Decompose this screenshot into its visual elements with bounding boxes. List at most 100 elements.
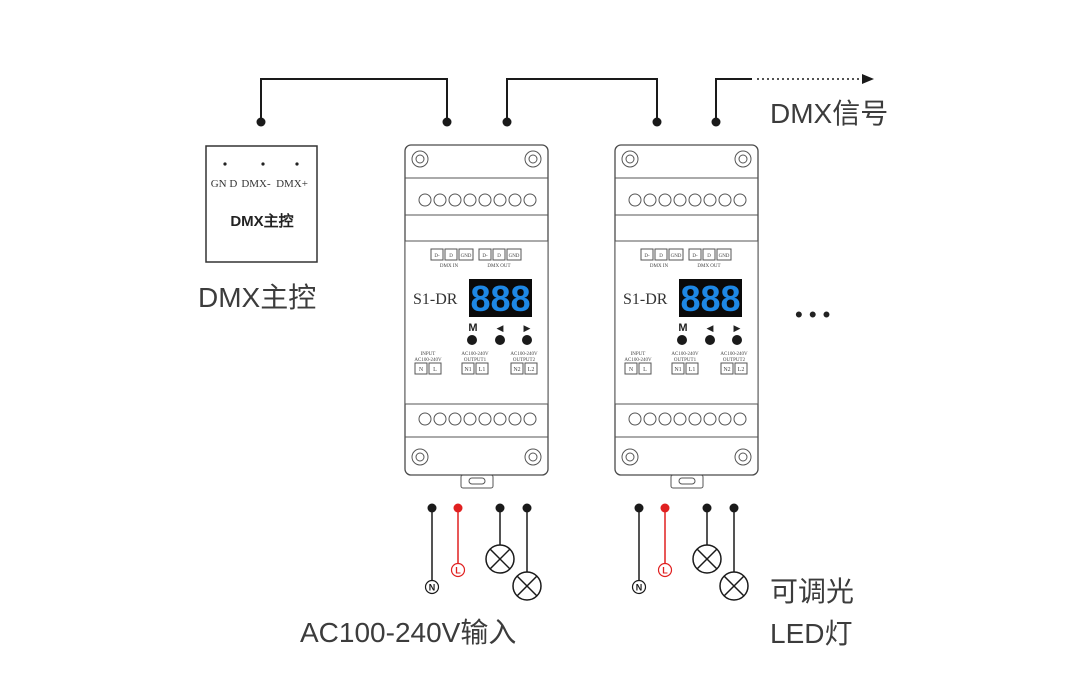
display-digits: 888 (680, 278, 740, 319)
right-button-label: ▶ (734, 323, 741, 333)
lamp-icon (719, 571, 749, 601)
dmx-term: D- (434, 254, 440, 259)
mode-button[interactable] (467, 335, 477, 345)
dmx-term: D (707, 254, 711, 259)
term-l2: L2 (738, 367, 745, 373)
ac-input-label: AC100-240V输入 (300, 617, 516, 648)
dmx-out-label: DMX OUT (487, 264, 510, 269)
dmx-wiring (256, 74, 874, 127)
dmx-out-label: DMX OUT (697, 264, 720, 269)
svg-text:N: N (429, 583, 436, 593)
neutral-symbol-icon: N (631, 579, 647, 595)
terminal-dot (729, 503, 739, 513)
terminal-dot (427, 503, 437, 513)
dmx-master-label: DMX主控 (198, 282, 316, 313)
dmx-master-box: GN D DMX- DMX+ DMX主控 (205, 145, 318, 263)
terminal-dot (256, 117, 266, 127)
output1-voltage: AC100-240V (671, 352, 699, 357)
terminal-dot (261, 162, 265, 166)
dmx-term: GND (461, 254, 472, 259)
dimmer-unit-2: D- D GND D- D GND DMX IN DMX OUT S1-DR 8… (614, 144, 759, 489)
master-outline (205, 145, 318, 263)
master-terminal-gnd: GN D (211, 178, 238, 190)
term-n2: N2 (513, 367, 520, 373)
led-display (679, 279, 742, 317)
terminal-dot (442, 117, 452, 127)
dmx-signal-label: DMX信号 (770, 98, 888, 129)
right-button[interactable] (522, 335, 532, 345)
dmx-terminal-block: D- D GND D- D GND DMX IN DMX OUT (430, 248, 522, 269)
power-terminal-block: N L N1 L1 N2 L2 (414, 362, 538, 375)
term-n: N (629, 367, 634, 373)
dmx-in-label: DMX IN (440, 264, 459, 269)
unit2-power-wiring: N L (631, 503, 749, 601)
term-l1: L1 (689, 367, 696, 373)
master-inner-title: DMX主控 (230, 212, 293, 230)
output2-label: OUTPUT2 (723, 358, 746, 363)
unit1-power-wiring: N L (424, 503, 542, 601)
input-label: INPUT (631, 352, 646, 357)
led-lamp-label: LED灯 (770, 618, 852, 649)
terminal-dot (453, 503, 463, 513)
output1-label: OUTPUT1 (464, 358, 487, 363)
terminal-dot (295, 162, 299, 166)
output2-label: OUTPUT2 (513, 358, 536, 363)
output2-voltage: AC100-240V (720, 352, 748, 357)
terminal-dot (660, 503, 670, 513)
left-button[interactable] (705, 335, 715, 345)
led-display (469, 279, 532, 317)
left-button-label: ◀ (707, 323, 714, 333)
left-button[interactable] (495, 335, 505, 345)
dmx-term: D (497, 254, 501, 259)
dimmable-label: 可调光 (770, 576, 854, 607)
top-screw-terminal-row (418, 193, 537, 207)
terminal-dot (502, 117, 512, 127)
svg-text:L: L (455, 566, 461, 576)
power-terminal-block: N L N1 L1 N2 L2 (624, 362, 748, 375)
left-button-label: ◀ (497, 323, 504, 333)
term-n1: N1 (464, 367, 471, 373)
terminal-dot (634, 503, 644, 513)
term-l: L (433, 367, 437, 373)
continuation-dots: • • • (795, 302, 830, 327)
wire-unit2-out (715, 78, 752, 122)
wire-unit1-to-unit2 (506, 78, 658, 122)
mounting-hole-icon (621, 448, 639, 466)
din-rail-clip-icon (670, 474, 704, 489)
dmx-term: D- (482, 254, 488, 259)
mode-button[interactable] (677, 335, 687, 345)
terminal-dot (223, 162, 227, 166)
top-screw-terminal-row (628, 193, 747, 207)
term-n: N (419, 367, 424, 373)
bottom-screw-terminal-row (628, 412, 747, 426)
mounting-hole-icon (411, 150, 429, 168)
term-n1: N1 (674, 367, 681, 373)
right-button[interactable] (732, 335, 742, 345)
mounting-hole-icon (734, 150, 752, 168)
arrow-icon (862, 74, 874, 84)
terminal-dot (711, 117, 721, 127)
din-rail-clip-icon (460, 474, 494, 489)
lamp-icon (692, 544, 722, 574)
mounting-hole-icon (524, 448, 542, 466)
front-panel (404, 240, 549, 405)
svg-text:N: N (636, 583, 643, 593)
lamp-icon (485, 544, 515, 574)
live-symbol-icon: L (657, 562, 673, 578)
mode-button-label: M (678, 322, 687, 334)
dmx-term: D (659, 254, 663, 259)
display-digits: 888 (470, 278, 530, 319)
mounting-hole-icon (524, 150, 542, 168)
svg-text:L: L (662, 566, 668, 576)
mounting-hole-icon (621, 150, 639, 168)
output2-voltage: AC100-240V (510, 352, 538, 357)
master-terminal-dmx-minus: DMX- (241, 178, 271, 190)
input-voltage: AC100-240V (414, 358, 442, 363)
dmx-terminal-block: D- D GND D- D GND DMX IN DMX OUT (640, 248, 732, 269)
dmx-term: GND (671, 254, 682, 259)
terminal-dot (522, 503, 532, 513)
live-symbol-icon: L (450, 562, 466, 578)
output1-voltage: AC100-240V (461, 352, 489, 357)
mounting-hole-icon (734, 448, 752, 466)
